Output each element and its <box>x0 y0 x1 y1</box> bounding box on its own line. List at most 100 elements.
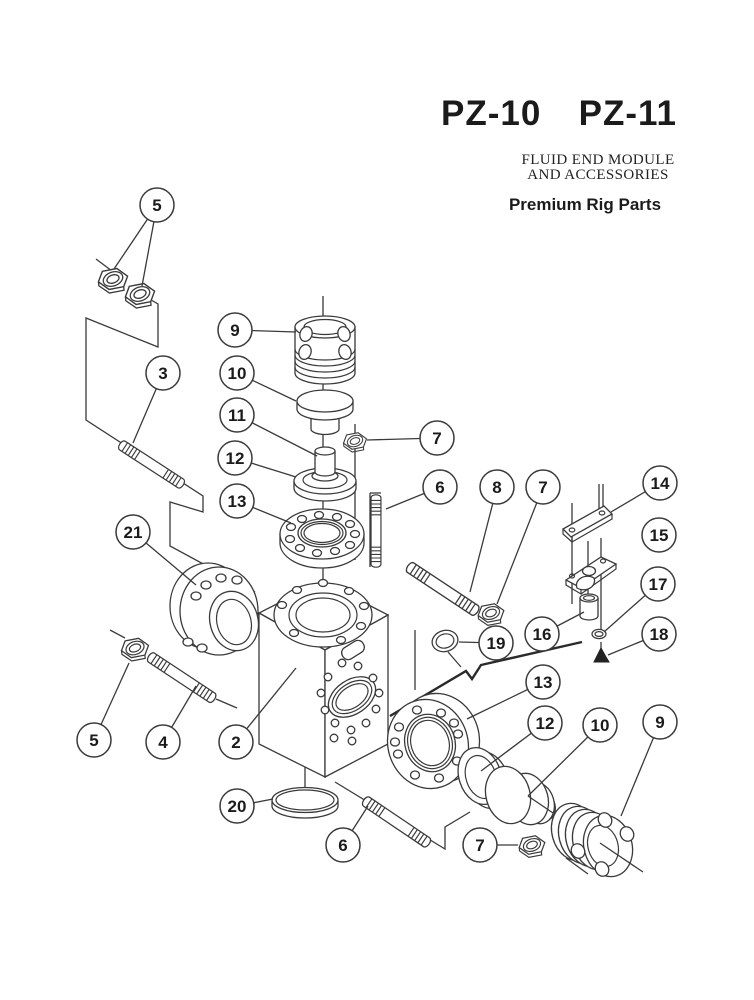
callout-14: 14 <box>610 465 678 513</box>
balloon-circle <box>642 704 678 740</box>
balloon-number: 3 <box>158 364 167 383</box>
axis-lines <box>527 795 644 873</box>
part-valve-guide-upper <box>314 446 336 477</box>
balloon-number: 11 <box>228 406 246 425</box>
callout-9: 9 <box>217 312 297 348</box>
balloon-circle <box>582 707 618 743</box>
balloon-number: 20 <box>228 797 247 816</box>
part-dart-18 <box>593 642 610 663</box>
balloon-number: 19 <box>487 634 506 653</box>
balloon-circle <box>525 664 561 700</box>
balloon-circle <box>419 420 455 456</box>
balloon-number: 8 <box>492 478 501 497</box>
nut-5b <box>124 282 156 309</box>
balloon-circle <box>217 440 253 476</box>
balloon-number: 17 <box>649 575 668 594</box>
stud-6-upper <box>370 494 382 568</box>
part-valve-cage-lower <box>550 802 635 878</box>
balloon-number: 9 <box>655 713 664 732</box>
callout-5: 5 <box>113 187 175 287</box>
balloon-circle <box>145 724 181 760</box>
callout-12: 12 <box>480 705 563 772</box>
nut-5a <box>97 267 129 294</box>
leader-line <box>496 486 544 605</box>
part-valve-cage-upper <box>294 315 356 385</box>
callout-18: 18 <box>607 616 677 656</box>
balloon-circle <box>218 724 254 760</box>
balloon-circle <box>640 566 676 602</box>
callout-5: 5 <box>76 662 130 758</box>
page-title: PZ-10 PZ-11 <box>441 94 677 134</box>
balloon-circle <box>479 469 515 505</box>
stud-3 <box>116 438 187 491</box>
stud-6-lower <box>360 794 433 850</box>
part-fluid-end-block <box>257 578 390 779</box>
balloon-circle <box>478 625 514 661</box>
balloon-number: 12 <box>226 449 245 468</box>
callout-10: 10 <box>219 355 297 402</box>
balloon-number: 9 <box>230 321 239 340</box>
callout-7: 7 <box>462 827 518 863</box>
callout-12: 12 <box>217 440 297 478</box>
balloon-circle <box>139 187 175 223</box>
balloon-number: 13 <box>534 673 553 692</box>
balloon-circle <box>422 469 458 505</box>
callout-9: 9 <box>620 704 678 817</box>
callout-10: 10 <box>527 707 618 797</box>
part-seal-ring <box>431 629 459 653</box>
balloon-number: 7 <box>475 836 484 855</box>
callout-21: 21 <box>115 514 197 586</box>
balloon-number: 2 <box>231 733 240 752</box>
subtitle-line-2: AND ACCESSORIES <box>527 167 669 183</box>
part-cylinder-head-cover <box>169 562 260 656</box>
balloon-circle <box>641 616 677 652</box>
callout-2: 2 <box>218 667 297 760</box>
balloon-circle <box>219 355 255 391</box>
callout-16: 16 <box>524 611 585 652</box>
subtitle-line-1: FLUID END MODULE <box>521 152 675 168</box>
callout-3: 3 <box>132 355 181 444</box>
callout-6: 6 <box>325 805 369 863</box>
balloon-circle <box>217 312 253 348</box>
part-washer-17 <box>591 628 607 640</box>
balloon-circle <box>219 788 255 824</box>
balloon-circle <box>524 616 560 652</box>
callout-6: 6 <box>385 469 458 510</box>
balloon-circle <box>527 705 563 741</box>
leader-line <box>469 486 498 593</box>
callout-11: 11 <box>219 397 318 457</box>
balloon-number: 5 <box>89 731 98 750</box>
balloon-number: 7 <box>432 429 441 448</box>
balloon-circle <box>641 517 677 553</box>
part-clamp-bracket <box>564 556 618 596</box>
stud-4 <box>145 650 219 705</box>
part-spring-cylinder <box>579 593 599 621</box>
balloon-circle <box>76 722 112 758</box>
nut-5-lower <box>120 637 150 662</box>
balloon-circle <box>219 483 255 519</box>
balloon-number: 18 <box>650 625 669 644</box>
balloon-circle <box>115 514 151 550</box>
callout-13: 13 <box>219 483 292 524</box>
callout-7: 7 <box>366 420 455 456</box>
balloon-circle <box>525 469 561 505</box>
page-subtitle: FLUID END MODULE AND ACCESSORIES <box>508 153 688 183</box>
balloon-circle <box>145 355 181 391</box>
balloon-number: 10 <box>591 716 610 735</box>
balloon-number: 14 <box>651 474 670 493</box>
part-head-cap <box>271 786 339 819</box>
part-cover-retainer-nut-upper <box>279 508 365 569</box>
callout-19: 19 <box>458 625 514 661</box>
balloon-number: 21 <box>124 523 143 542</box>
balloon-number: 12 <box>536 714 555 733</box>
callout-7: 7 <box>496 469 561 605</box>
balloon-number: 10 <box>228 364 247 383</box>
callout-13: 13 <box>466 664 561 720</box>
callout-8: 8 <box>469 469 515 593</box>
balloon-number: 5 <box>152 196 161 215</box>
part-retainer-plate <box>561 505 614 544</box>
callout-20: 20 <box>219 788 274 824</box>
balloon-number: 4 <box>158 733 168 752</box>
